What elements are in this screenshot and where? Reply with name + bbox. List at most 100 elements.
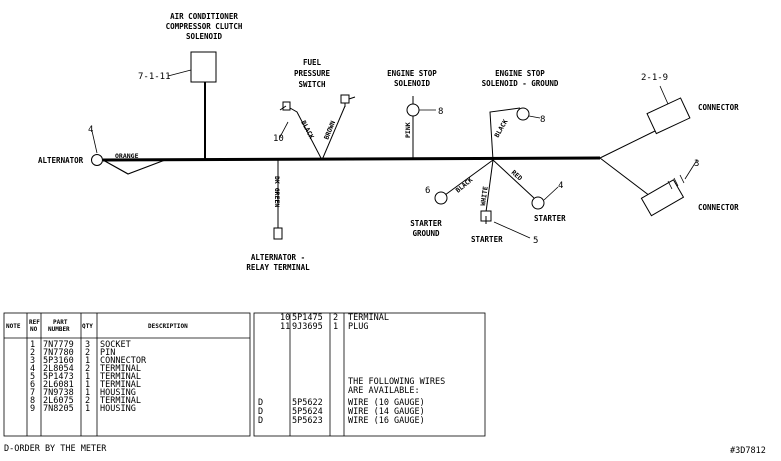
starter-terminal-ref: 5 [533, 236, 538, 246]
row-ref: 3 [30, 356, 35, 366]
wire-label-white: WHITE [479, 186, 490, 207]
starter-terminal-ring [531, 196, 545, 210]
fuel-switch-brown-wire [321, 105, 346, 161]
wire-labels: ORANGE DK GREEN BLACK BROWN PINK BLACK B… [115, 118, 524, 207]
row-qty: 1 [85, 356, 90, 366]
row-part-number: 7N7780 [43, 348, 74, 358]
starter-ground-terminal [434, 191, 448, 205]
wire-label-orange: ORANGE [115, 152, 139, 160]
row-part-number: 7N8205 [43, 404, 74, 414]
row-description: HOUSING [100, 404, 136, 414]
row-description: TERMINAL [100, 380, 141, 390]
table-row: 9 7N8205 1 HOUSING [30, 404, 136, 414]
fuel-switch-terminal-right [340, 94, 356, 107]
row-ref: 4 [30, 364, 35, 374]
row-qty: 1 [85, 380, 90, 390]
row-ref: 11 [280, 322, 290, 332]
wires-note-line1: THE FOLLOWING WIRES [348, 377, 445, 387]
engine-stop-title-line1: ENGINE STOP [387, 69, 437, 78]
fuel-switch-title-line2: PRESSURE [294, 69, 331, 78]
row-description: TERMINAL [348, 313, 389, 323]
row-part-number: 5P1475 [292, 313, 323, 323]
engine-stop-ground-title-line2: SOLENOID - GROUND [482, 79, 559, 88]
row-qty: 1 [85, 372, 90, 382]
row-description: SOCKET [100, 340, 131, 350]
table-row: 1 7N7779 3 SOCKET [30, 340, 131, 350]
component-labels: AIR CONDITIONER COMPRESSOR CLUTCH SOLENO… [38, 12, 739, 272]
row-part-number: 7N9738 [43, 388, 74, 398]
row-qty: 1 [333, 322, 338, 332]
row-description: CONNECTOR [100, 356, 147, 366]
header-part-line2: NUMBER [48, 326, 70, 333]
row-part-number: 7N7779 [43, 340, 74, 350]
row-description: TERMINAL [100, 364, 141, 374]
row-ref: 7 [30, 388, 35, 398]
engine-stop-terminal [406, 103, 420, 117]
wire-row-note: D [258, 398, 263, 408]
engine-stop-title-line2: SOLENOID [394, 79, 431, 88]
row-qty: 1 [85, 388, 90, 398]
row-qty: 3 [85, 340, 90, 350]
row-ref: 8 [30, 396, 35, 406]
lower-connector-body [640, 179, 685, 217]
starter-ref: 4 [558, 181, 563, 191]
row-description: PLUG [348, 322, 368, 332]
wire-row-note: D [258, 407, 263, 417]
upper-connector-body [646, 97, 691, 135]
red-wire [492, 159, 535, 199]
row-qty: 1 [85, 404, 90, 414]
row-part-number: 9J3695 [292, 322, 323, 332]
engine-stop-ground-ref: 8 [540, 115, 545, 125]
header-note: NOTE [6, 323, 21, 330]
engine-stop-ground-title-line1: ENGINE STOP [495, 69, 545, 78]
wire-row-description: WIRE (14 GAUGE) [348, 407, 425, 417]
row-ref: 9 [30, 404, 35, 414]
row-qty: 2 [85, 348, 90, 358]
row-part-number: 2L6075 [43, 396, 74, 406]
table-row: 3 5P3160 1 CONNECTOR [30, 356, 147, 366]
row-part-number: 2L6081 [43, 380, 74, 390]
alternator-label: ALTERNATOR [38, 156, 84, 165]
order-footnote: D-ORDER BY THE METER [4, 444, 107, 454]
wire-label-pink: PINK [404, 122, 412, 138]
alternator-terminal [91, 154, 103, 166]
row-ref: 5 [30, 372, 35, 382]
row-qty: 2 [85, 396, 90, 406]
parts-table [3, 312, 486, 437]
connector-lower-ref: 3 [694, 159, 699, 169]
header-qty: QTY [82, 323, 93, 330]
row-part-number: 5P3160 [43, 356, 74, 366]
fuel-switch-ref: 10 [273, 134, 284, 144]
fuel-switch-black-wire [289, 107, 323, 161]
main-harness-trunk [102, 156, 601, 162]
starter-terminal [480, 210, 492, 224]
row-description: TERMINAL [100, 396, 141, 406]
wire-label-black-fuel: BLACK [299, 119, 315, 140]
starter-ground-wire [444, 159, 494, 196]
engine-stop-ground-terminal [516, 107, 530, 121]
row-ref: 1 [30, 340, 35, 350]
connector-lower-label: CONNECTOR [698, 203, 739, 212]
alt-relay-label-line1: ALTERNATOR - [251, 253, 305, 262]
white-wire [485, 159, 494, 213]
fuel-switch-title-line3: SWITCH [298, 80, 326, 89]
alternator-relay-terminal [273, 227, 283, 240]
lower-connector-branch [599, 157, 651, 197]
orange-wire [102, 159, 166, 175]
ac-clutch-solenoid-box [190, 51, 217, 83]
ac-clutch-title-line2: COMPRESSOR CLUTCH [166, 22, 243, 31]
engine-stop-ref: 8 [438, 107, 443, 117]
wires-available-note: THE FOLLOWING WIRES ARE AVAILABLE: [348, 377, 445, 396]
table-row: 8 2L6075 2 TERMINAL [30, 396, 141, 406]
header-part-line1: PART [53, 319, 68, 326]
